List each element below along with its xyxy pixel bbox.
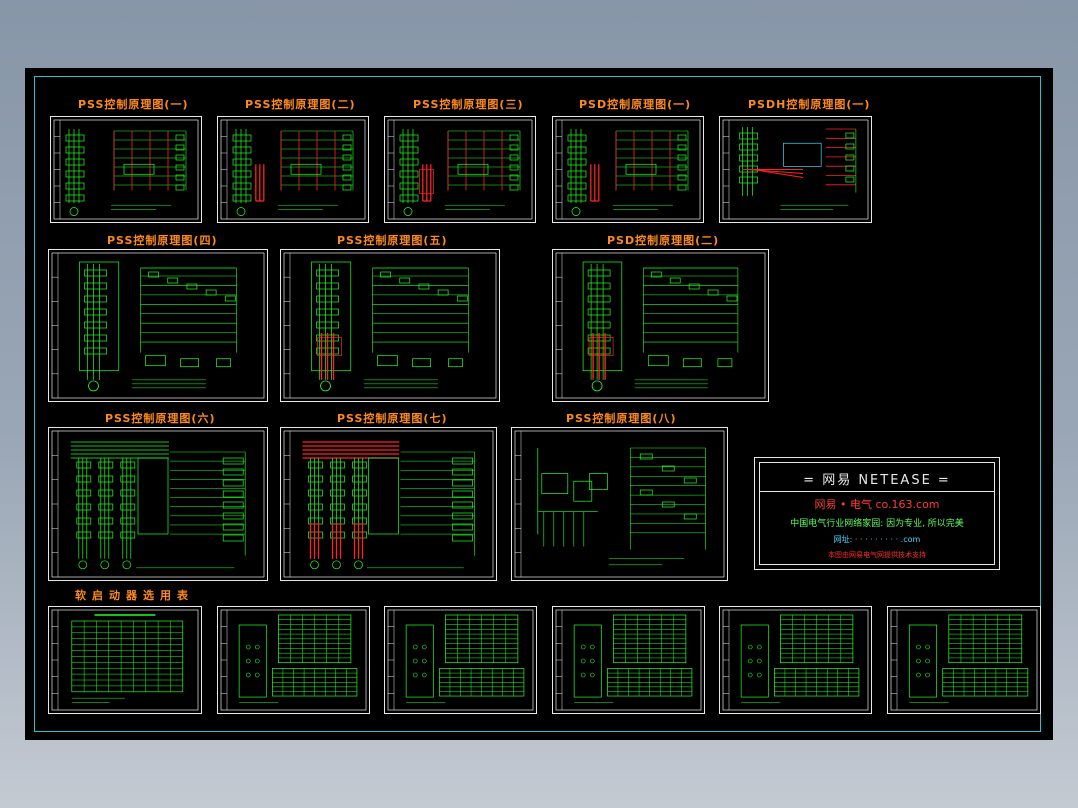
schematic-panel-psdh-1: [719, 116, 872, 223]
info-site-line: 网易 • 电气 co.163.com: [814, 498, 940, 511]
info-brand-line: = 网易 NETEASE =: [803, 473, 951, 488]
schematic-panel-pss-5: [280, 249, 500, 402]
schematic-panel-pss-1: [50, 116, 202, 223]
title-pss-1: PSS控制原理图(一): [78, 98, 189, 111]
schematic-panel-psd-1: [552, 116, 704, 223]
info-support-line: 本图由网易电气网提供技术支持: [828, 551, 926, 559]
title-psd-2: PSD控制原理图(二): [607, 234, 720, 247]
title-pss-3: PSS控制原理图(三): [413, 98, 524, 111]
schematic-panel-pss-8: [511, 427, 728, 581]
title-psd-1: PSD控制原理图(一): [579, 98, 692, 111]
schematic-panel-pss-7: [280, 427, 497, 581]
schematic-panel-psd-2: [552, 249, 769, 402]
schematic-panel-pss-6: [48, 427, 268, 581]
info-slogan-line: 中国电气行业网络家园: 因为专业, 所以完美: [790, 519, 964, 529]
selection-table-panel-6: [887, 606, 1041, 714]
sheet-border: [34, 76, 1041, 732]
schematic-panel-pss-2: [217, 116, 369, 223]
title-psdh-1: PSDH控制原理图(一): [748, 98, 871, 111]
drawing-sheet: PSS控制原理图(一) PSS控制原理图(二) PSS控制原理图(三) PSD控…: [25, 68, 1053, 740]
info-url-line: 网址: · · · · · · · · · .com: [833, 535, 921, 544]
selection-table-panel-1: [48, 606, 202, 714]
title-pss-8: PSS控制原理图(八): [566, 412, 677, 425]
schematic-panel-pss-3: [384, 116, 536, 223]
title-soft-starter-table: 软启动器选用表: [75, 589, 194, 602]
title-pss-2: PSS控制原理图(二): [245, 98, 356, 111]
schematic-panel-pss-4: [48, 249, 268, 402]
selection-table-panel-3: [384, 606, 537, 714]
title-pss-7: PSS控制原理图(七): [337, 412, 448, 425]
selection-table-panel-4: [552, 606, 705, 714]
netease-info-box: = 网易 NETEASE = 网易 • 电气 co.163.com 中国电气行业…: [754, 457, 1000, 570]
title-pss-4: PSS控制原理图(四): [107, 234, 218, 247]
title-pss-5: PSS控制原理图(五): [337, 234, 448, 247]
info-box-inner-frame: = 网易 NETEASE = 网易 • 电气 co.163.com 中国电气行业…: [759, 462, 995, 565]
selection-table-panel-2: [217, 606, 370, 714]
selection-table-panel-5: [719, 606, 872, 714]
title-pss-6: PSS控制原理图(六): [105, 412, 216, 425]
info-separator: [760, 491, 994, 492]
